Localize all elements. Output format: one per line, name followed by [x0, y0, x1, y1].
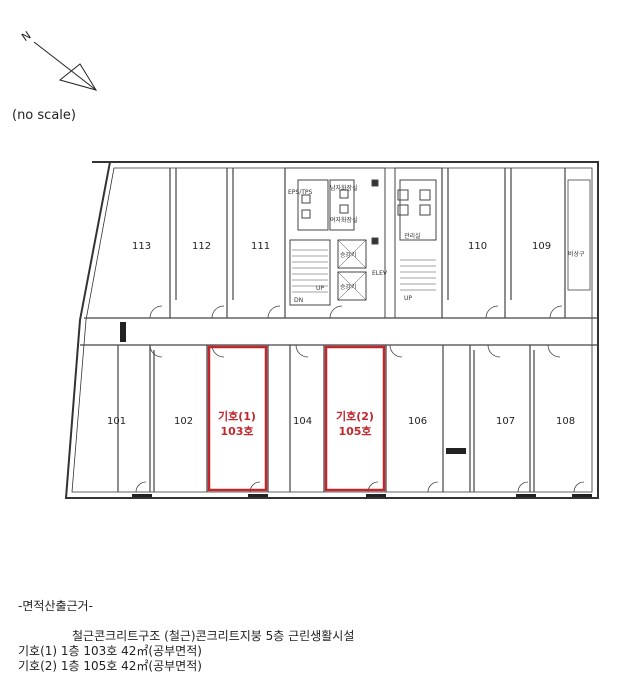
- dn-label: DN: [294, 297, 303, 304]
- north-arrow-icon: N: [19, 29, 98, 91]
- unit-103-outline: [207, 345, 268, 492]
- unit-1-symbol: 기호(1): [218, 409, 256, 423]
- corridor: [80, 317, 598, 346]
- north-label: N: [19, 29, 33, 44]
- upper-partitions: [169, 168, 566, 318]
- room-110: 110: [468, 241, 487, 252]
- wc-male-label: 남자화장실: [330, 184, 358, 192]
- stair-sign-label: 비상구: [568, 250, 585, 258]
- room-109: 109: [532, 241, 551, 252]
- up-label: UP: [316, 285, 324, 292]
- area-note-1: 기호(1) 1층 103호 42㎡(공부면적): [18, 644, 202, 658]
- building-outline: [64, 161, 599, 499]
- entrance-markers: [120, 322, 592, 497]
- room-111: 111: [251, 241, 270, 252]
- room-101: 101: [107, 416, 126, 427]
- elevator-2-label: 승강기: [340, 283, 357, 291]
- elevator-1-label: 승강기: [340, 251, 357, 259]
- unit-1-number: 103호: [220, 424, 253, 438]
- unit-105-outline: [324, 345, 386, 492]
- elev-label: ELEV: [372, 270, 388, 277]
- unit-2-symbol: 기호(2): [336, 409, 374, 423]
- notes-title: -면적산출근거-: [18, 599, 93, 613]
- eps-label: EPS/TPS: [288, 189, 313, 196]
- scale-note: (no scale): [12, 108, 76, 123]
- up2-label: UP: [404, 295, 412, 302]
- room-106: 106: [408, 416, 427, 427]
- room-112: 112: [192, 241, 211, 252]
- lower-partitions: [117, 345, 535, 492]
- room-113: 113: [132, 241, 151, 252]
- unit-2-number: 105호: [338, 424, 371, 438]
- janitor-label: 관리실: [404, 232, 421, 240]
- room-107: 107: [496, 416, 515, 427]
- area-note-2: 기호(2) 1층 105호 42㎡(공부면적): [18, 659, 202, 673]
- core-area: [284, 167, 443, 319]
- floor-plan: N: [19, 29, 599, 499]
- room-102: 102: [174, 416, 193, 427]
- right-stair: [567, 179, 591, 291]
- door-swings: [135, 305, 585, 493]
- structure-note: 철근콘크리트구조 (철근)콘크리트지붕 5층 근린생활시설: [72, 629, 355, 643]
- room-104: 104: [293, 416, 312, 427]
- wc-female-label: 여자화장실: [330, 216, 358, 224]
- room-108: 108: [556, 416, 575, 427]
